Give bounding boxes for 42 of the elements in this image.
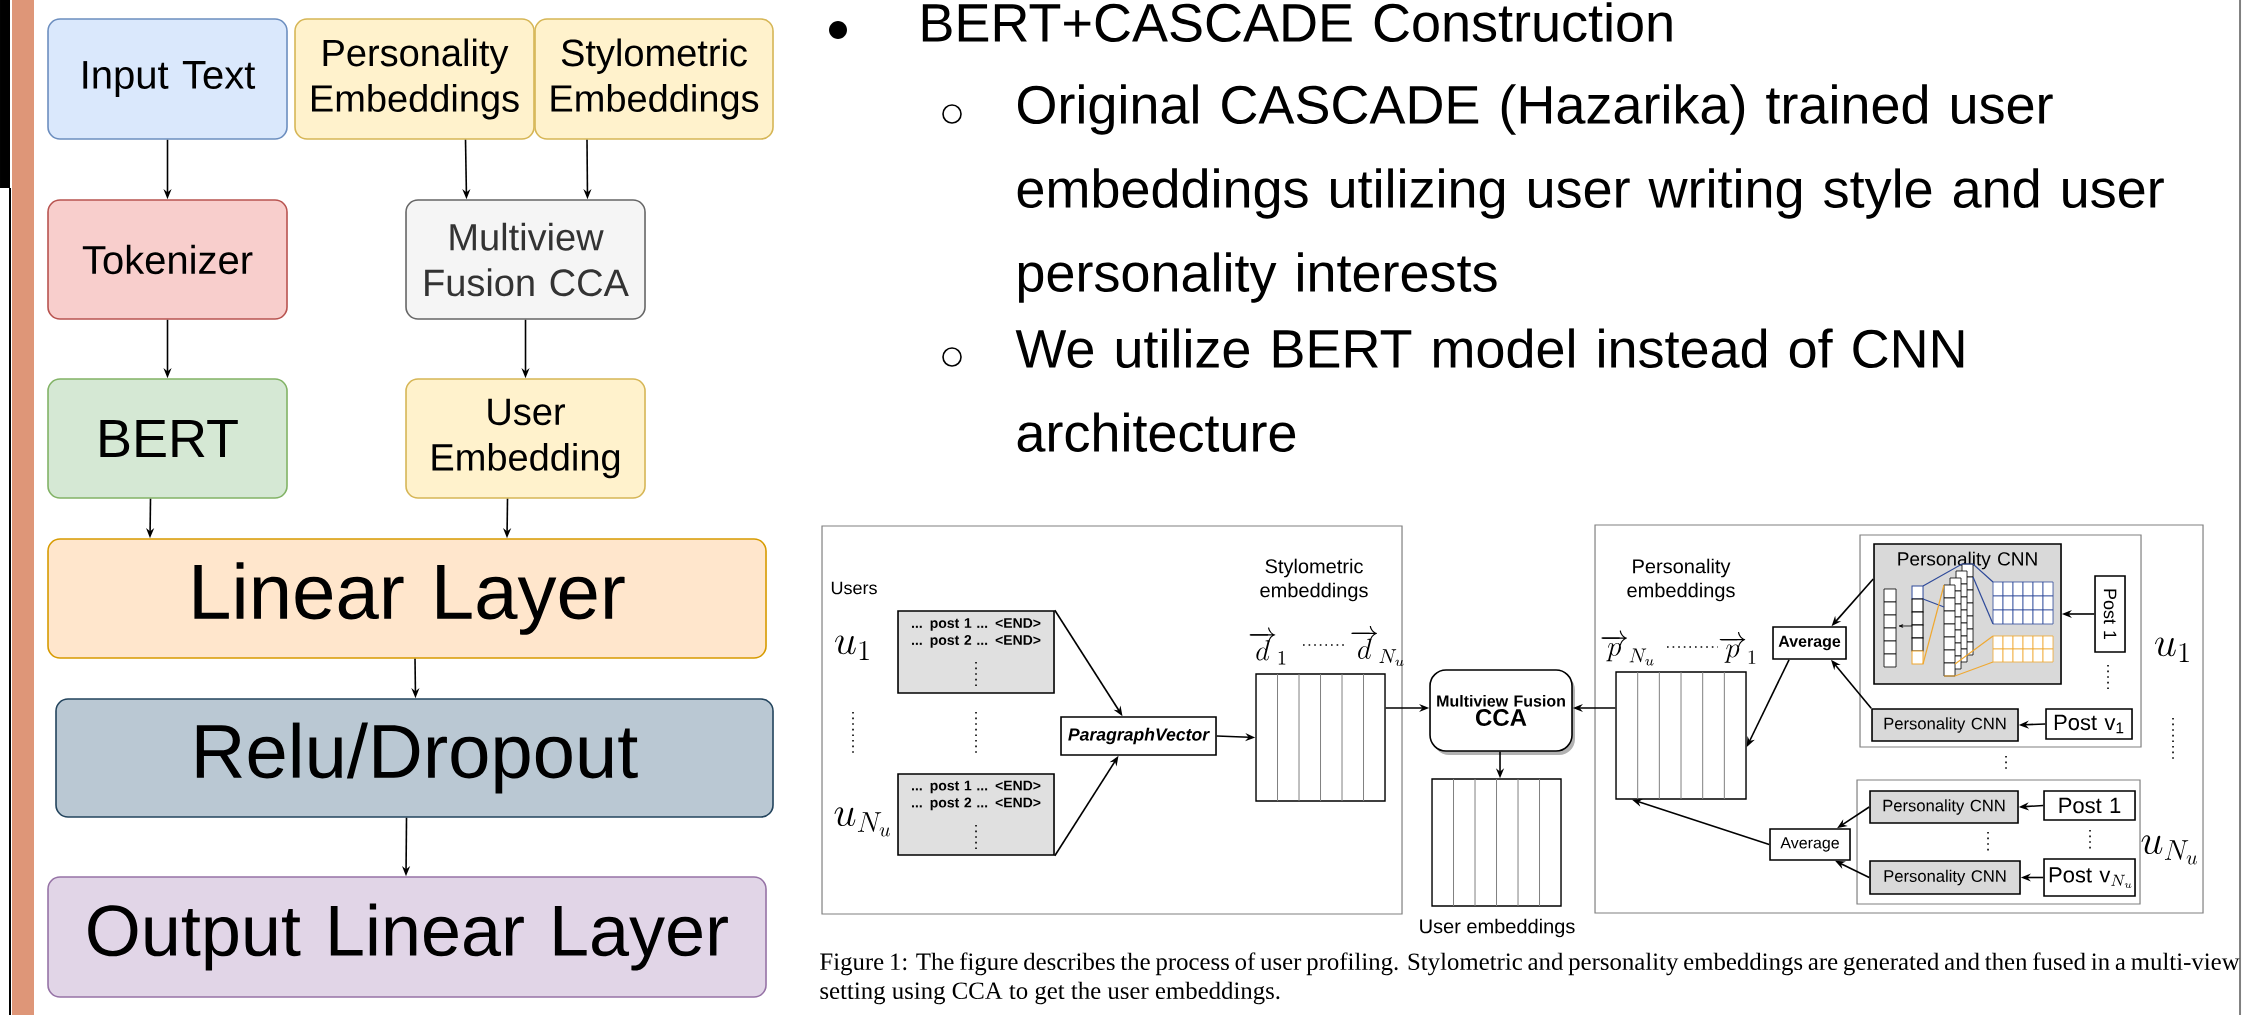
cnn-box: Personality CNN xyxy=(1869,860,2021,895)
matrix-label: Personality embeddings xyxy=(1627,558,1735,602)
panel-frame xyxy=(1594,524,2204,914)
process-box: Linear Layer xyxy=(47,538,767,659)
matrix-label: User embeddings xyxy=(1420,918,1575,938)
process-box: Multiview Fusion CCA xyxy=(1429,669,1575,755)
math-label: $u_{N_u}$ xyxy=(2141,835,2197,865)
process-box: ParagraphVector xyxy=(1060,716,1217,756)
bullet-text: Original CASCADE (Hazarika) trained user embeddings utilizing user writing style and user personality interests xyxy=(1017,84,2164,303)
process-box: BERT xyxy=(47,378,288,499)
matrix-label: $\overrightarrow{d}_{N_u}$ xyxy=(1351,625,1404,667)
process-box: Tokenizer xyxy=(47,199,288,320)
matrix-label: $\overrightarrow{p}_{1}$ xyxy=(1719,632,1756,664)
process-box: Stylometric Embeddings xyxy=(534,18,774,140)
post-box: ... post 1 ... <END> ... post 2 ... <END> xyxy=(897,610,1055,694)
figure-caption: Figure 1: The figure describes the process of user profiling. Stylometric and personality embeddings are generated and then fused in a multi-view setting using CCA to get the user embeddings. xyxy=(820,952,2240,1005)
process-box: Personality Embeddings xyxy=(294,18,535,140)
math-label: $u_{1}$ xyxy=(2155,637,2189,663)
math-label: $u_{1}$ xyxy=(835,635,869,661)
process-box: Relu/Dropout xyxy=(55,698,774,818)
bullet-text: We utilize BERT model instead of CNN architecture xyxy=(1015,328,1964,453)
cnn-box: Personality CNN xyxy=(1869,790,2019,824)
process-box: Input Text xyxy=(47,18,288,140)
process-box: User Embedding xyxy=(405,378,646,499)
post-box: Post 1 xyxy=(2094,575,2126,653)
users-label: Users xyxy=(831,581,877,595)
bullet-text: BERT+CASCADE Construction xyxy=(922,2,1672,43)
process-box: Average xyxy=(1769,828,1851,861)
cnn-box: Personality CNN xyxy=(1871,708,2019,742)
panel-frame xyxy=(821,525,1403,915)
panel-frame xyxy=(1859,534,2142,748)
panel-frame xyxy=(1856,779,2141,905)
process-box: Multiview Fusion CCA xyxy=(405,199,646,320)
matrix-label: Stylometric embeddings xyxy=(1260,558,1368,602)
post-box: ... post 1 ... <END> ... post 2 ... <END> xyxy=(897,773,1055,856)
post-box: $\mbox{Post v}_{N_u}$ xyxy=(2043,858,2136,897)
post-box: Post v$_{1}$ xyxy=(2045,708,2133,740)
matrix-label: $\overrightarrow{d}_{1}$ xyxy=(1249,627,1286,665)
matrix-label: $\overrightarrow{p}_{N_u}$ xyxy=(1601,630,1654,666)
post-box: Post 1 xyxy=(2043,790,2136,821)
process-box: Average xyxy=(1772,626,1847,660)
process-box: Output Linear Layer xyxy=(47,876,767,998)
